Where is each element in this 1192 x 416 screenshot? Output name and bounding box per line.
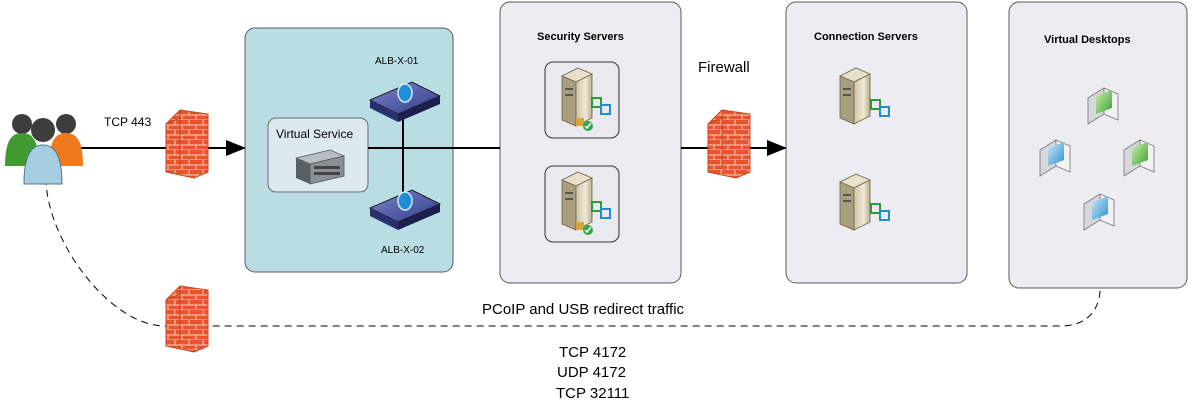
tcp443-label: TCP 443	[104, 115, 151, 129]
users-icon	[5, 114, 83, 185]
virtual-desktops-title: Virtual Desktops	[1044, 34, 1131, 46]
server-icon	[839, 67, 890, 125]
virtual-desktop-icon	[1123, 139, 1155, 177]
connection-servers-title: Connection Servers	[814, 31, 918, 43]
alb1-label: ALB-X-01	[375, 56, 419, 67]
virtual-desktop-icon	[1087, 87, 1119, 125]
security-servers-title: Security Servers	[537, 31, 624, 43]
load-balancer-icon	[368, 81, 442, 122]
connection-servers-panel	[785, 1, 968, 284]
firewall-icon	[165, 285, 209, 353]
virtual-desktops-panel	[1008, 1, 1188, 289]
pcoip-dashed-path	[45, 177, 1101, 327]
port-label: UDP 4172	[557, 364, 626, 381]
server-icon	[561, 67, 611, 131]
port-label: TCP 32111	[556, 385, 629, 402]
virtual-service-label: Virtual Service	[276, 127, 353, 141]
port-label: TCP 4172	[559, 344, 626, 361]
alb2-label: ALB-X-02	[381, 245, 425, 256]
server-icon	[561, 171, 611, 235]
virtual-desktop-icon	[1039, 139, 1071, 177]
firewall-icon	[165, 109, 209, 179]
server-appliance-icon	[294, 149, 346, 185]
firewall-icon	[707, 109, 751, 179]
pcoip-traffic-label: PCoIP and USB redirect traffic	[482, 301, 685, 318]
firewall-label: Firewall	[698, 59, 750, 76]
server-icon	[839, 173, 890, 231]
load-balancer-icon	[368, 189, 442, 230]
virtual-desktop-icon	[1083, 193, 1115, 231]
